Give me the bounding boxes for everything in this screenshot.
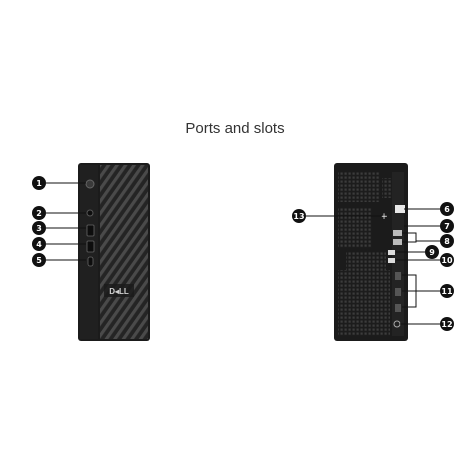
svg-text:2: 2 xyxy=(36,209,42,218)
usb-port-icon xyxy=(393,230,402,236)
svg-text:1: 1 xyxy=(36,179,42,188)
rear-chassis: + xyxy=(334,163,408,341)
svg-text:7: 7 xyxy=(444,222,450,231)
callout-3: 3 xyxy=(32,221,46,235)
callout-4: 4 xyxy=(32,237,46,251)
svg-text:8: 8 xyxy=(444,237,450,246)
callout-6: 6 xyxy=(440,202,454,216)
front-chassis: D◂LL xyxy=(78,163,150,341)
callout-10: 10 xyxy=(440,253,454,267)
expansion-slot-icon xyxy=(395,272,401,280)
usb-c-port-icon xyxy=(87,256,94,267)
callout-8: 8 xyxy=(440,234,454,248)
svg-text:6: 6 xyxy=(444,205,450,214)
expansion-slot-icon xyxy=(395,288,401,296)
svg-text:4: 4 xyxy=(36,240,42,249)
callout-2: 2 xyxy=(32,206,46,220)
ethernet-port-icon xyxy=(395,205,405,213)
power-button-icon xyxy=(85,179,95,189)
svg-text:12: 12 xyxy=(441,320,452,329)
audio-jack-icon xyxy=(86,209,94,217)
callout-1: 1 xyxy=(32,176,46,190)
callout-12: 12 xyxy=(440,317,454,331)
displayport-icon xyxy=(388,250,395,255)
expansion-slot-icon xyxy=(395,304,401,312)
dell-logo: D◂LL xyxy=(109,287,129,296)
callout-11: 11 xyxy=(440,284,454,298)
callout-7: 7 xyxy=(440,219,454,233)
svg-text:3: 3 xyxy=(36,224,42,233)
callout-13: 13 xyxy=(292,209,306,223)
front-grille xyxy=(100,165,148,339)
callout-9: 9 xyxy=(425,245,439,259)
usb-port-icon xyxy=(86,224,95,237)
power-connector-icon xyxy=(393,320,401,328)
callout-5: 5 xyxy=(32,253,46,267)
svg-text:9: 9 xyxy=(429,248,435,257)
svg-text:13: 13 xyxy=(293,212,304,221)
page-title: Ports and slots xyxy=(185,120,285,137)
displayport-icon xyxy=(388,258,395,263)
svg-text:10: 10 xyxy=(441,256,453,265)
svg-text:5: 5 xyxy=(36,256,42,265)
svg-text:11: 11 xyxy=(441,287,453,296)
usb-port-icon xyxy=(393,239,402,245)
svg-text:+: + xyxy=(380,212,388,222)
usb-port-icon xyxy=(86,240,95,253)
